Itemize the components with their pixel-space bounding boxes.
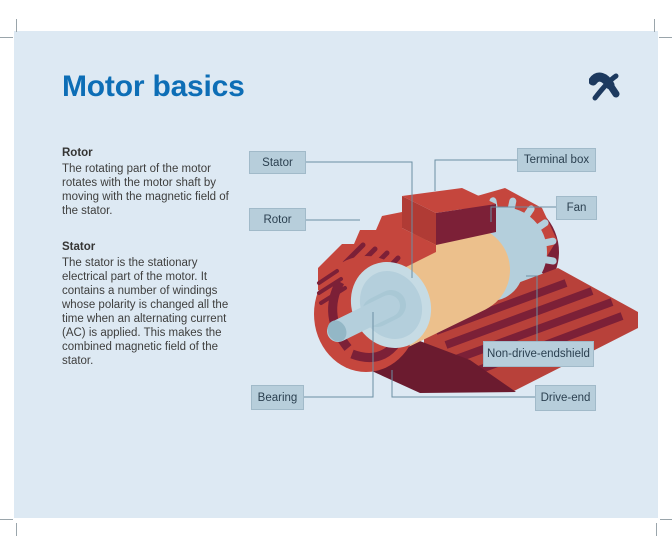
label-non-drive-endshield: Non-drive-endshield: [483, 341, 594, 367]
label-terminal-box: Terminal box: [517, 148, 596, 172]
crop-mark: [654, 19, 655, 32]
crop-mark: [0, 519, 13, 520]
crop-mark: [660, 519, 672, 520]
crop-mark: [16, 523, 17, 536]
page-title: Motor basics: [62, 70, 245, 103]
section-stator-heading: Stator: [62, 241, 96, 253]
section-rotor: Rotor The rotating part of the motor rot…: [62, 146, 234, 218]
crop-mark: [656, 523, 657, 536]
label-bearing: Bearing: [251, 385, 304, 410]
label-drive-end: Drive-end: [535, 385, 596, 411]
section-rotor-heading: Rotor: [62, 147, 93, 159]
section-stator: Stator The stator is the stationary elec…: [62, 240, 234, 368]
crop-mark: [0, 37, 13, 38]
crop-mark: [16, 19, 17, 32]
section-stator-body: The stator is the stationary electrical …: [62, 257, 229, 367]
label-rotor: Rotor: [249, 208, 306, 231]
section-rotor-body: The rotating part of the motor rotates w…: [62, 163, 229, 217]
brand-x-logo-icon: [589, 72, 620, 101]
label-fan: Fan: [556, 196, 597, 220]
crop-mark: [659, 37, 672, 38]
label-stator: Stator: [249, 151, 306, 174]
